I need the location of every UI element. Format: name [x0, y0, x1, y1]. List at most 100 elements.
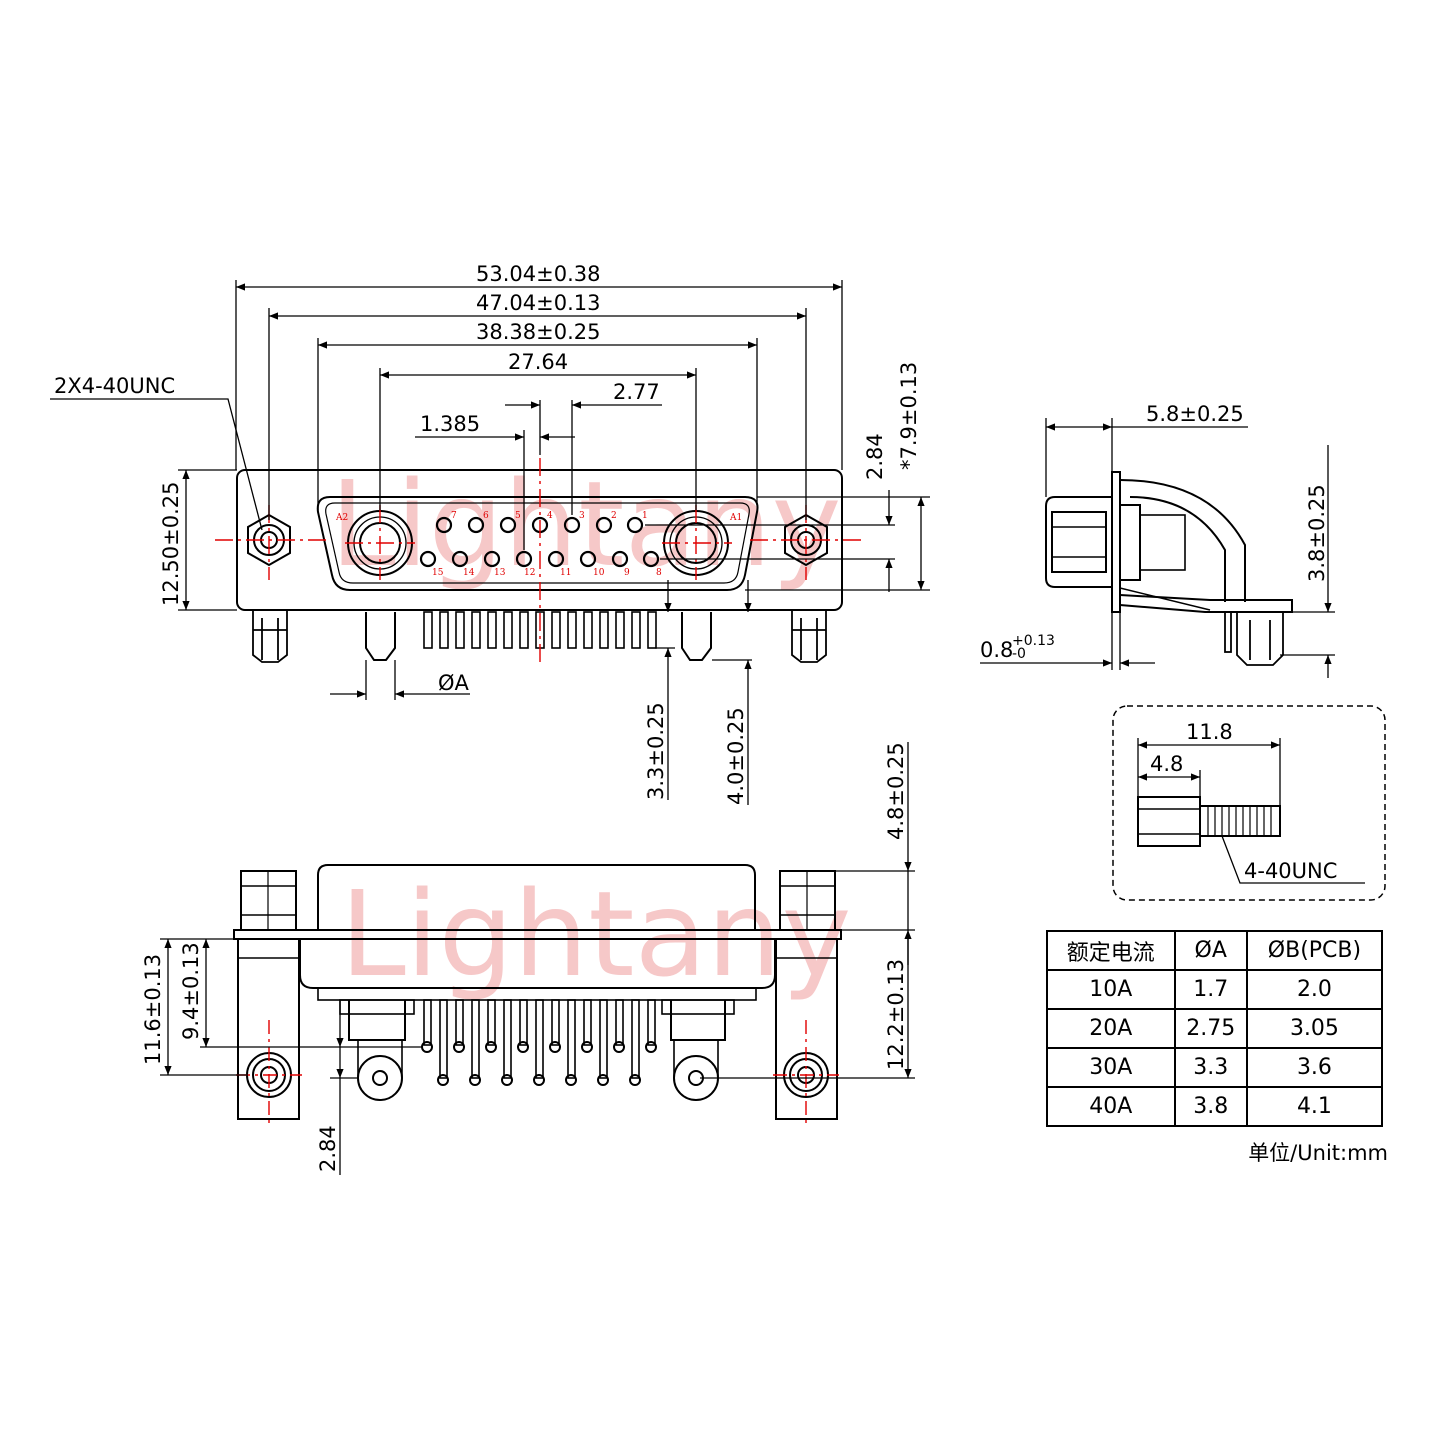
spec-table: 额定电流 ØA ØB(PCB) 10A 1.7 2.0 20A 2.75 3.0… — [1046, 930, 1384, 1127]
dim-shell-width: 38.38±0.25 — [476, 320, 600, 344]
table-row: 40A 3.8 4.1 — [1046, 1086, 1384, 1127]
bottom-signal-leads — [423, 999, 656, 1079]
front-pin-labels: A2 A1 7 6 5 4 3 2 1 15 14 13 12 11 10 9 … — [335, 511, 742, 578]
dim-pin-dia: ØA — [438, 671, 470, 695]
screw-detail — [1112, 705, 1386, 901]
bottom-coax-right — [670, 1000, 726, 1041]
screw-detail-frame — [1112, 705, 1386, 901]
label-pin-4: 4 — [547, 511, 553, 521]
dim-shell-height: *7.9±0.13 — [897, 362, 921, 470]
bottom-shell — [317, 864, 756, 930]
watermark-front: Lightany — [330, 455, 841, 593]
dim-thread: 2X4-40UNC — [54, 374, 175, 398]
dim-height: 12.50±0.25 — [159, 482, 183, 606]
coax-tail-left — [365, 612, 396, 661]
side-shell — [1045, 496, 1112, 588]
spec-header-pin-dia: ØA — [1173, 930, 1248, 971]
dim-bottom-shell-height: 4.8±0.25 — [884, 742, 908, 840]
spec-cell: 3.3 — [1173, 1047, 1248, 1088]
label-a2: A2 — [335, 513, 348, 523]
label-pin-9: 9 — [624, 568, 630, 578]
spec-cell: 3.05 — [1245, 1008, 1384, 1049]
bottom-centerlines — [236, 1020, 839, 1128]
d-shell-inner — [325, 502, 750, 584]
spec-cell: 30A — [1046, 1047, 1176, 1088]
coax-tail-right — [681, 612, 712, 661]
dim-overall-width: 53.04±0.38 — [476, 262, 600, 286]
label-pin-14: 14 — [463, 568, 475, 578]
side-pcb-foot — [1119, 594, 1293, 613]
dim-screw-length: 11.8 — [1186, 720, 1233, 744]
table-row: 30A 3.3 3.6 — [1046, 1047, 1384, 1088]
dim-side-tol-plus: +0.13 — [1012, 633, 1055, 649]
signal-pins-top — [435, 516, 644, 534]
dim-pin-len-a: 3.3±0.25 — [644, 702, 668, 800]
bottom-bracket-left — [237, 938, 300, 1120]
side-insulator — [1119, 504, 1141, 581]
dim-side-flange: 0.8 — [980, 638, 1013, 662]
side-screw-head — [1051, 511, 1107, 573]
label-pin-12: 12 — [524, 568, 535, 578]
dim-side-height: 3.8±0.25 — [1305, 484, 1329, 582]
table-row: 10A 1.7 2.0 — [1046, 969, 1384, 1010]
spec-cell: 4.1 — [1245, 1086, 1384, 1127]
spec-cell: 40A — [1046, 1086, 1176, 1127]
dim-side-tol-minus: -0 — [1012, 646, 1026, 662]
label-a1: A1 — [729, 513, 742, 523]
spec-cell: 20A — [1046, 1008, 1176, 1049]
dim-row-pitch: 2.84 — [863, 433, 887, 480]
bottom-bracket-right — [775, 938, 838, 1120]
spec-cell: 1.7 — [1173, 969, 1248, 1010]
label-pin-7: 7 — [451, 511, 457, 521]
signal-pins-bottom — [419, 550, 660, 568]
label-pin-8: 8 — [656, 568, 662, 578]
side-view — [1045, 471, 1293, 666]
screw-thread-body — [1199, 805, 1281, 837]
spec-cell: 2.75 — [1173, 1008, 1248, 1049]
spec-cell: 3.6 — [1245, 1047, 1384, 1088]
dim-mount-hole-pitch: 47.04±0.13 — [476, 291, 600, 315]
side-flange — [1111, 471, 1121, 613]
side-bend-inner — [1129, 496, 1226, 602]
bottom-flange — [233, 929, 842, 940]
label-pin-5: 5 — [515, 511, 521, 521]
label-pin-1: 1 — [642, 511, 648, 521]
dim-coax-pitch: 27.64 — [508, 350, 568, 374]
side-dimension-lines — [980, 418, 1335, 678]
bottom-hexnut-right — [779, 870, 836, 931]
label-pin-6: 6 — [483, 511, 489, 521]
front-dimension-lines — [50, 280, 930, 805]
side-boardlock — [1224, 611, 1284, 666]
label-pin-13: 13 — [494, 568, 506, 578]
unit-note: 单位/Unit:mm — [1248, 1141, 1388, 1165]
spec-header-pcb-dia: ØB(PCB) — [1245, 930, 1384, 971]
dim-screw-thread: 4-40UNC — [1244, 859, 1337, 883]
dim-row-offset: 1.385 — [420, 412, 480, 436]
boardlock-left — [252, 610, 288, 663]
spec-cell: 2.0 — [1245, 969, 1384, 1010]
dim-pin-offset: 2.84 — [316, 1125, 340, 1172]
dim-side-depth: 5.8±0.25 — [1146, 402, 1244, 426]
table-row: 20A 2.75 3.05 — [1046, 1008, 1384, 1049]
label-pin-11: 11 — [560, 568, 571, 578]
dim-hole-to-flange: 11.6±0.13 — [141, 954, 165, 1065]
bottom-coax-left — [348, 1000, 406, 1041]
side-bend-body — [1119, 479, 1246, 602]
spec-cell: 10A — [1046, 969, 1176, 1010]
bottom-view — [233, 864, 842, 1120]
screw-thread-lines — [1207, 806, 1272, 836]
dim-screw-head: 4.8 — [1150, 752, 1183, 776]
dim-pin-len-b: 4.0±0.25 — [724, 707, 748, 805]
spec-header-current: 额定电流 — [1046, 930, 1176, 971]
spec-cell: 3.8 — [1173, 1086, 1248, 1127]
label-pin-15: 15 — [432, 568, 444, 578]
dim-pin-pitch: 2.77 — [613, 380, 660, 404]
signal-tails — [423, 611, 657, 649]
label-pin-3: 3 — [579, 511, 585, 521]
dim-pin-to-flange: 9.4±0.13 — [179, 942, 203, 1040]
bottom-dimension-lines — [160, 742, 915, 1175]
watermark-bottom: Lightany — [340, 865, 851, 1003]
screw-hex-head — [1137, 796, 1201, 847]
